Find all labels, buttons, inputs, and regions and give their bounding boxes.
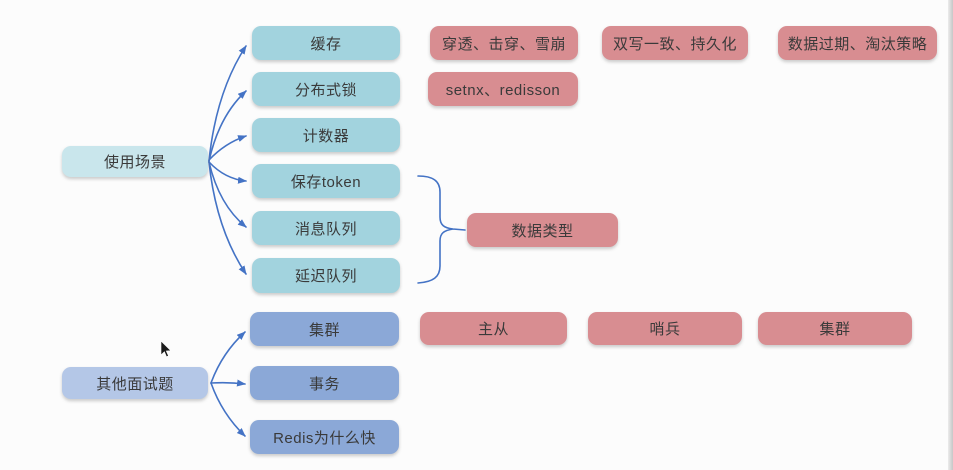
note-setnx-redisson[interactable]: setnx、redisson <box>428 72 578 106</box>
connector-other-transaction <box>210 379 246 387</box>
connector-usage-lock <box>208 90 247 162</box>
brace-group-datatype <box>417 175 466 284</box>
window-edge-strip <box>948 0 953 470</box>
node-counter[interactable]: 计数器 <box>252 118 400 152</box>
connector-usage-delay <box>208 161 247 275</box>
connector-other-whyfast <box>210 382 246 437</box>
note-data-types[interactable]: 数据类型 <box>467 213 618 247</box>
node-cache[interactable]: 缓存 <box>252 26 400 60</box>
node-cluster[interactable]: 集群 <box>250 312 399 346</box>
note-master-slave[interactable]: 主从 <box>420 312 567 345</box>
note-cluster-mode[interactable]: 集群 <box>758 312 912 345</box>
mouse-cursor-icon <box>160 340 172 358</box>
node-redis-why-fast[interactable]: Redis为什么快 <box>250 420 399 454</box>
node-other-questions[interactable]: 其他面试题 <box>62 367 208 399</box>
node-message-queue[interactable]: 消息队列 <box>252 211 400 245</box>
connector-other-cluster <box>210 331 246 384</box>
connector-usage-cache <box>208 45 247 162</box>
connector-usage-mq <box>208 161 247 228</box>
connector-usage-counter <box>208 135 247 161</box>
node-distributed-lock[interactable]: 分布式锁 <box>252 72 400 106</box>
node-usage-scenarios[interactable]: 使用场景 <box>62 146 208 177</box>
note-sentinel[interactable]: 哨兵 <box>588 312 742 345</box>
note-penetration-breakdown-avalanche[interactable]: 穿透、击穿、雪崩 <box>430 26 578 60</box>
connector-usage-token <box>208 161 247 184</box>
node-save-token[interactable]: 保存token <box>252 164 400 198</box>
note-expiry-eviction-policy[interactable]: 数据过期、淘汰策略 <box>778 26 937 60</box>
node-transaction[interactable]: 事务 <box>250 366 399 400</box>
note-double-write-persistence[interactable]: 双写一致、持久化 <box>602 26 748 60</box>
node-delay-queue[interactable]: 延迟队列 <box>252 258 400 293</box>
